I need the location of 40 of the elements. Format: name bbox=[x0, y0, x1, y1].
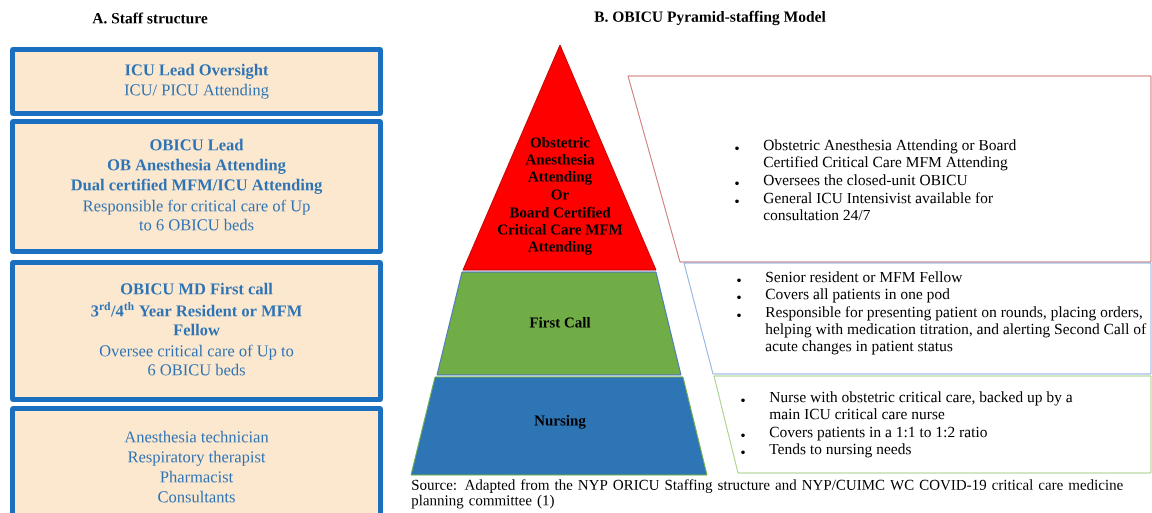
role-heading: 3$^{rd}$/4$^{th}$ Year Resident or MFM Fellow bbox=[91, 302, 302, 336]
pyramid-tier bbox=[410, 376, 708, 476]
bullet-item: Responsible for presenting patient on rounds, placing orders, helping with medication titration, and alerting Second Call of acute changes in patient status bbox=[737, 306, 1147, 355]
role-text: Pharmacist bbox=[160, 470, 234, 483]
role-heading: Dual certified MFM/ICU Attending bbox=[71, 178, 323, 194]
source-caption: Source: Adapted from the NYP ORICU Staffing structure and NYP/CUIMC WC COVID-19 critical care medicine planning committee (1) bbox=[411, 479, 1123, 509]
bullet-item: Senior resident or MFM Fellow bbox=[737, 271, 963, 283]
tier-label: Obstetric Anesthesia Attending bbox=[525, 137, 595, 185]
role-heading: OB Anesthesia Attending bbox=[107, 158, 286, 174]
bullet-item: Nurse with obstetric critical care, backed up by a main ICU critical care nurse bbox=[741, 391, 1073, 420]
role-text: Consultants bbox=[158, 490, 235, 503]
staff-box bbox=[10, 119, 383, 254]
bullet-item: Oversees the closed-unit OBICU bbox=[735, 174, 968, 186]
bullet-item: Covers patients in a 1:1 to 1:2 ratio bbox=[741, 426, 987, 441]
description-panel bbox=[627, 75, 1152, 263]
panel-title: B. OBICU Pyramid-staffing Model bbox=[594, 10, 826, 26]
pyramid-tier bbox=[462, 44, 657, 271]
bullet-item: Covers all patients in one pod bbox=[737, 288, 950, 303]
bullet-item: Tends to nursing needs bbox=[741, 443, 911, 458]
staff-box bbox=[10, 260, 383, 402]
tier-label: First Call bbox=[529, 317, 591, 328]
description-panel bbox=[683, 262, 1152, 375]
role-text: Anesthesia technician bbox=[124, 430, 269, 443]
role-heading: OBICU MD First call bbox=[121, 282, 273, 295]
pyramid-tier bbox=[436, 271, 682, 376]
role-text: Respiratory therapist bbox=[128, 450, 266, 466]
role-text: Oversee critical care of Up to 6 OBICU beds bbox=[99, 344, 294, 376]
role-heading: ICU Lead Oversight bbox=[125, 63, 269, 79]
tier-label: Board Certified Critical Care MFM Attending bbox=[498, 206, 623, 255]
panel-title: A. Staff structure bbox=[92, 12, 208, 24]
role-heading: OBICU Lead bbox=[150, 138, 244, 151]
tier-label: Nursing bbox=[534, 415, 586, 429]
staff-box bbox=[10, 47, 383, 116]
bullet-item: General ICU Intensivist available for consultation 24/7 bbox=[735, 192, 993, 221]
description-panel bbox=[713, 375, 1152, 474]
staff-box bbox=[10, 406, 383, 513]
tier-label: Or bbox=[551, 189, 569, 200]
bullet-item: Obstetric Anesthesia Attending or Board Certified Critical Care MFM Attending bbox=[735, 139, 1017, 171]
role-text: ICU/ PICU Attending bbox=[124, 83, 269, 99]
role-text: Responsible for critical care of Up to 6 OBICU beds bbox=[83, 199, 310, 231]
